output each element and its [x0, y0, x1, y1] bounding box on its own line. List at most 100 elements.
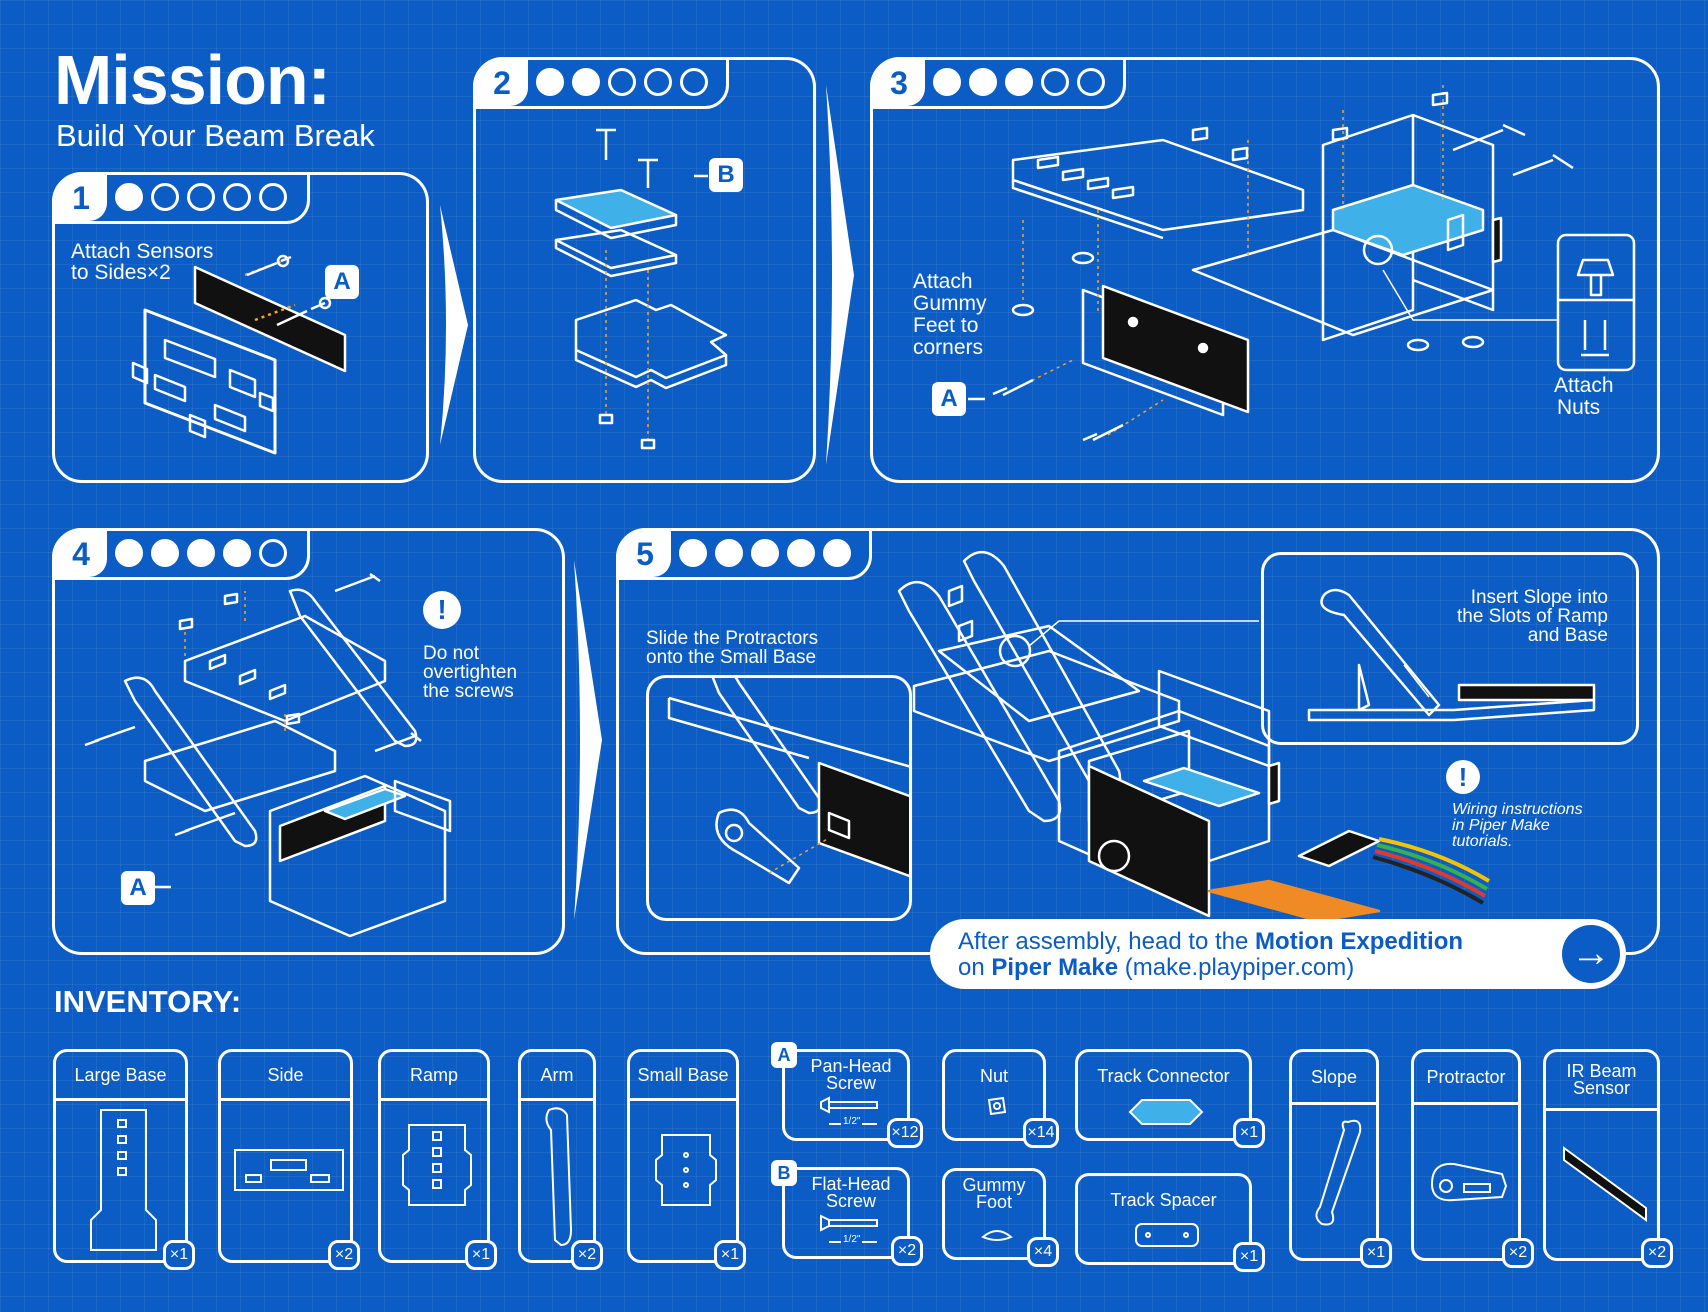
progress-dot	[969, 68, 997, 96]
step-2-illustration	[554, 128, 728, 450]
inventory-card: Gummy Foot ×4	[942, 1168, 1059, 1267]
progress-dot	[151, 183, 179, 211]
slope-icon	[1315, 1119, 1362, 1226]
callout-badge: B	[709, 158, 743, 192]
inventory-subcard: A Pan-Head Screw 1/2" ×12	[771, 1042, 923, 1148]
nut-icon	[987, 1096, 1007, 1116]
step-arrow	[826, 85, 854, 465]
progress-dot	[572, 68, 600, 96]
arrow-right-icon[interactable]: →	[1562, 925, 1620, 983]
step-2-progress	[536, 68, 708, 96]
step-2-panel: 2 B	[473, 57, 816, 483]
step-2-tab: 2	[473, 57, 729, 109]
screw-length-label: 1/2"	[841, 1116, 863, 1127]
inventory-item-qty: ×2	[891, 1236, 923, 1266]
step-1-illustration	[131, 254, 347, 455]
step-5-panel: 5 Slide the Protractors onto the Small B…	[616, 528, 1660, 955]
step-4-tab: 4	[52, 528, 310, 580]
page-title: Mission:	[54, 41, 331, 119]
small-base-icon	[655, 1134, 717, 1206]
inventory-card: Protractor ×2	[1411, 1049, 1534, 1268]
inventory-card: Track Connector ×1	[1075, 1049, 1265, 1148]
inventory-item-name: Small Base	[630, 1052, 736, 1101]
step-2-number: 2	[476, 60, 528, 106]
step-1-text: to Sides×2	[71, 261, 171, 284]
inventory-item-qty: ×2	[328, 1240, 360, 1270]
inventory-item-qty: ×4	[1027, 1237, 1059, 1267]
inventory-card: Small Base ×1	[627, 1049, 746, 1270]
inventory-item-name: Pan-Head Screw	[810, 1056, 892, 1093]
callout-badge: A	[325, 265, 359, 299]
progress-dot	[151, 539, 179, 567]
callout-badge: A	[932, 382, 966, 416]
inventory-card: Ramp ×1	[378, 1049, 497, 1270]
inventory-item-name: IR Beam Sensor	[1546, 1052, 1657, 1111]
inventory-item-name: Arm	[521, 1052, 593, 1101]
step-3-progress	[933, 68, 1105, 96]
banner-line-2: on Piper Make (make.playpiper.com)	[958, 954, 1355, 981]
inventory-item-qty: ×2	[1641, 1238, 1673, 1268]
inventory-item-name: Track Connector	[1097, 1066, 1230, 1086]
progress-dot	[115, 539, 143, 567]
progress-dot	[187, 183, 215, 211]
progress-dot	[787, 539, 815, 567]
inventory-item-qty: ×2	[1502, 1238, 1534, 1268]
inventory-card: Nut ×14	[942, 1049, 1059, 1148]
protractor-icon	[1430, 1162, 1508, 1202]
progress-dot	[223, 539, 251, 567]
inventory-card: Large Base ×1	[53, 1049, 195, 1270]
step-4-illustration	[84, 572, 452, 938]
inventory-item-qty: ×12	[887, 1118, 923, 1148]
warning-icon: !	[1446, 760, 1480, 794]
step-3-illustration	[968, 85, 1636, 442]
step-1-tab: 1	[52, 172, 310, 224]
progress-dot	[223, 183, 251, 211]
screw-length-label: 1/2"	[841, 1234, 863, 1245]
protractor-detail-illustration	[667, 678, 909, 885]
step-4-progress	[115, 539, 287, 567]
callout-badge: A	[121, 871, 155, 905]
step-5-slope-text: and Base	[1527, 625, 1608, 646]
callout-badge: A	[771, 1042, 797, 1068]
progress-dot	[644, 68, 672, 96]
inventory-item-name: Side	[221, 1052, 350, 1101]
progress-dot	[823, 539, 851, 567]
warning-icon: !	[423, 591, 461, 629]
inventory-card: Slope ×1	[1289, 1049, 1392, 1268]
large-base-icon	[90, 1109, 157, 1251]
inventory-subcard: B Flat-Head Screw 1/2" ×2	[771, 1160, 923, 1266]
progress-dot	[1077, 68, 1105, 96]
step-1-progress	[115, 183, 287, 211]
step-1-text: Attach Sensors	[71, 240, 214, 263]
detail-inset-slope: Insert Slope into the Slots of Ramp and …	[1261, 552, 1639, 745]
progress-dot	[187, 539, 215, 567]
inventory-item-name: Protractor	[1414, 1052, 1518, 1105]
arm-icon	[545, 1107, 573, 1247]
step-5-slope-text: Insert Slope into	[1470, 587, 1608, 608]
step-5-number: 5	[619, 531, 671, 577]
step-5-illustration	[897, 551, 1491, 923]
track-connector-icon	[1128, 1099, 1204, 1125]
inventory-item-qty: ×1	[1233, 1242, 1265, 1272]
track-spacer-icon	[1135, 1223, 1199, 1247]
step-5-slope-text: the Slots of Ramp	[1456, 606, 1608, 627]
step-5-progress	[679, 539, 851, 567]
inventory-card: Side ×2	[218, 1049, 360, 1270]
inventory-item-qty: ×1	[714, 1240, 746, 1270]
progress-dot	[933, 68, 961, 96]
slope-detail-illustration	[1307, 588, 1596, 722]
progress-dot	[115, 183, 143, 211]
step-1-number: 1	[55, 175, 107, 221]
inventory-card: IR Beam Sensor ×2	[1543, 1049, 1673, 1268]
progress-dot	[1005, 68, 1033, 96]
detail-inset-protractor	[646, 675, 912, 921]
inventory-item-qty: ×1	[1360, 1238, 1392, 1268]
progress-dot	[715, 539, 743, 567]
inventory-item-qty: ×14	[1023, 1118, 1059, 1148]
progress-dot	[679, 539, 707, 567]
expedition-banner[interactable]: After assembly, head to the Motion Exped…	[930, 919, 1626, 989]
progress-dot	[1041, 68, 1069, 96]
progress-dot	[608, 68, 636, 96]
side-icon	[234, 1149, 344, 1191]
step-1-panel: 1 Attach Sensors to Sides×2 A	[52, 172, 429, 483]
